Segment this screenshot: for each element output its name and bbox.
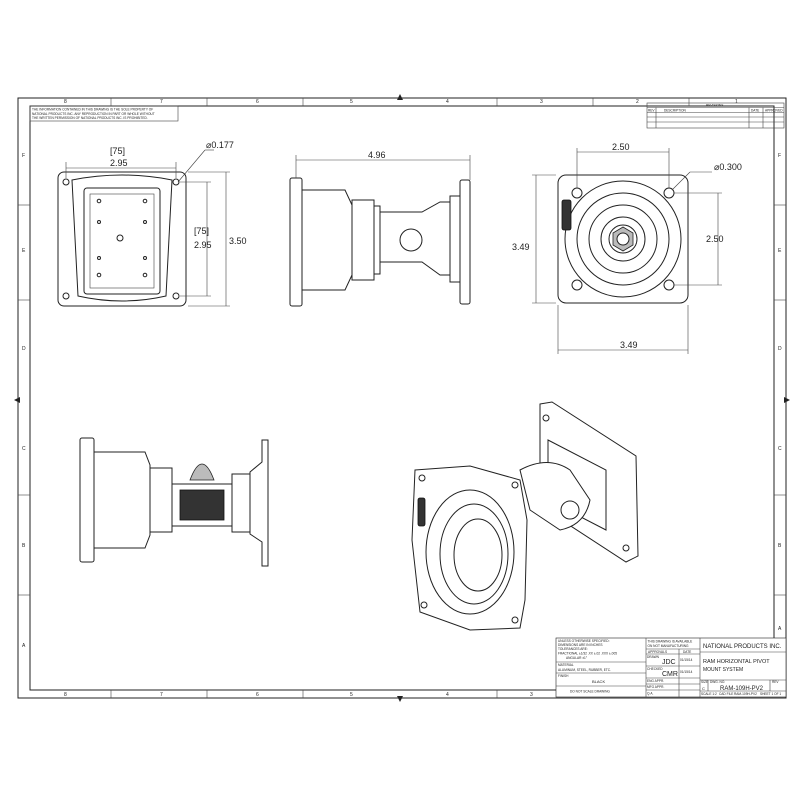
svg-text:RAM-109H-PV2: RAM-109H-PV2 (734, 692, 757, 696)
svg-text:4: 4 (446, 99, 449, 105)
zone-labels-bottom: 8 7 6 5 4 3 2 1 (64, 692, 533, 698)
isometric-view (411, 401, 639, 631)
svg-text:BLACK: BLACK (592, 679, 605, 684)
center-mark-top (397, 94, 403, 100)
rear-view: 2.50 ⌀0.300 2.50 3.49 3.49 (512, 142, 742, 354)
svg-text:TOLERANCES ARE:: TOLERANCES ARE: (558, 647, 588, 651)
svg-text:8: 8 (64, 99, 67, 105)
svg-text:ALUMINUM, STEEL, RUBBER, ETC.: ALUMINUM, STEEL, RUBBER, ETC. (558, 668, 611, 672)
svg-text:SCALE 1:2: SCALE 1:2 (701, 692, 717, 696)
svg-text:REV: REV (648, 109, 655, 113)
svg-text:1: 1 (735, 99, 738, 105)
svg-text:6: 6 (256, 99, 259, 105)
side-view: 4.96 (289, 150, 471, 307)
svg-text:MFG APPR.: MFG APPR. (647, 685, 664, 689)
svg-text:E: E (778, 248, 782, 254)
center-mark-right (784, 397, 790, 403)
svg-text:2: 2 (636, 99, 639, 105)
svg-text:THIS DRAWING IS AVAILABLE: THIS DRAWING IS AVAILABLE (648, 640, 693, 644)
svg-text:6: 6 (256, 692, 259, 698)
svg-text:DIMENSIONS ARE IN INCHES: DIMENSIONS ARE IN INCHES (558, 643, 602, 647)
svg-text:DESCRIPTION: DESCRIPTION (664, 109, 686, 113)
svg-text:FRACTIONAL ±1/32 .XX ±.02 .X: FRACTIONAL ±1/32 .XX ±.02 .XXX ±.005 (558, 652, 617, 656)
svg-text:[75]: [75] (194, 226, 209, 236)
svg-text:MOUNT SYSTEM: MOUNT SYSTEM (703, 667, 743, 673)
svg-text:D: D (22, 346, 26, 352)
svg-text:3.49: 3.49 (512, 242, 530, 252)
svg-text:2.50: 2.50 (612, 142, 630, 152)
svg-text:C: C (702, 686, 705, 691)
svg-text:5: 5 (350, 99, 353, 105)
svg-text:DO NOT SCALE DRAWING: DO NOT SCALE DRAWING (570, 690, 610, 694)
svg-text:DATE: DATE (751, 109, 759, 113)
svg-text:2.95: 2.95 (110, 158, 128, 168)
svg-text:MATERIAL: MATERIAL (558, 663, 574, 667)
svg-text:ON NOT MANUFACTURING: ON NOT MANUFACTURING (648, 644, 690, 648)
svg-text:5: 5 (350, 692, 353, 698)
svg-text:DATE: DATE (683, 650, 691, 654)
svg-text:2.95: 2.95 (194, 240, 212, 250)
svg-text:THE WRITTEN PERMISSION OF NATI: THE WRITTEN PERMISSION OF NATIONAL PRODU… (32, 116, 148, 120)
proprietary-notice: THE INFORMATION CONTAINED IN THIS DRAWIN… (29, 105, 179, 122)
svg-text:DRAWN: DRAWN (647, 655, 660, 659)
title-block: UNLESS OTHERWISE SPECIFIED: DIMENSIONS A… (555, 637, 787, 698)
side-view-rotated (79, 437, 269, 567)
svg-text:8: 8 (64, 692, 67, 698)
revision-table: REVISIONS REV DESCRIPTION DATE APPROVED (646, 102, 785, 129)
svg-text:REVISIONS: REVISIONS (706, 103, 723, 107)
svg-text:4.96: 4.96 (368, 150, 386, 160)
svg-text:THE INFORMATION CONTAINED IN T: THE INFORMATION CONTAINED IN THIS DRAWIN… (32, 108, 153, 112)
svg-text:CMR: CMR (662, 671, 678, 678)
center-mark-left (14, 397, 20, 403)
svg-text:3.49: 3.49 (620, 340, 638, 350)
svg-text:CAD FILE: CAD FILE (719, 692, 733, 696)
sheet-border: 8 7 6 5 4 3 2 1 8 7 6 5 4 3 2 1 F E D C … (14, 94, 790, 702)
svg-text:ANGULAR ±1°: ANGULAR ±1° (566, 656, 588, 660)
svg-text:A: A (778, 626, 782, 632)
svg-text:F: F (778, 153, 781, 159)
svg-text:NATIONAL PRODUCTS INC.: NATIONAL PRODUCTS INC. (703, 644, 782, 650)
svg-text:ENG APPR.: ENG APPR. (647, 679, 664, 683)
zone-labels-side: F E D C B A F E D C B A (22, 153, 782, 649)
svg-text:DWG. NO.: DWG. NO. (710, 680, 725, 684)
svg-text:APPROVALS: APPROVALS (648, 650, 667, 654)
svg-text:Q.A.: Q.A. (647, 692, 653, 696)
svg-text:⌀0.177: ⌀0.177 (206, 140, 234, 150)
svg-text:3: 3 (540, 99, 543, 105)
svg-text:APPROVED: APPROVED (765, 109, 783, 113)
front-view: [75] 2.95 ⌀0.177 [75] 2.95 3.50 (57, 140, 247, 307)
svg-text:E: E (22, 248, 26, 254)
svg-text:A: A (22, 643, 26, 649)
svg-text:7: 7 (160, 99, 163, 105)
svg-text:3: 3 (530, 692, 533, 698)
svg-text:01/15/14: 01/15/14 (680, 670, 693, 674)
svg-text:REV: REV (772, 680, 779, 684)
svg-text:B: B (778, 543, 782, 549)
svg-text:RAM HORIZONTAL PIVOT: RAM HORIZONTAL PIVOT (703, 659, 770, 665)
svg-text:[75]: [75] (110, 146, 125, 156)
svg-text:01/15/14: 01/15/14 (680, 658, 693, 662)
svg-text:B: B (22, 543, 26, 549)
svg-text:NATIONAL PRODUCTS INC. ANY REP: NATIONAL PRODUCTS INC. ANY REPRODUCTION … (32, 112, 155, 116)
svg-text:F: F (22, 153, 25, 159)
svg-text:CHECKED: CHECKED (647, 667, 663, 671)
svg-text:SIZE: SIZE (701, 680, 708, 684)
svg-text:RAM-109H-PV2: RAM-109H-PV2 (720, 686, 764, 692)
svg-text:D: D (778, 346, 782, 352)
svg-text:SHEET 1 OF 1: SHEET 1 OF 1 (760, 692, 781, 696)
svg-text:C: C (22, 446, 26, 452)
svg-text:FINISH: FINISH (558, 674, 569, 678)
svg-text:UNLESS OTHERWISE SPECIFIED:: UNLESS OTHERWISE SPECIFIED: (558, 639, 610, 643)
center-mark-bottom (397, 696, 403, 702)
svg-text:7: 7 (160, 692, 163, 698)
svg-text:4: 4 (446, 692, 449, 698)
svg-text:⌀0.300: ⌀0.300 (714, 162, 742, 172)
svg-text:2.50: 2.50 (706, 234, 724, 244)
svg-text:3.50: 3.50 (229, 236, 247, 246)
svg-text:C: C (778, 446, 782, 452)
zone-labels-top: 8 7 6 5 4 3 2 1 (64, 99, 738, 105)
svg-text:JDC: JDC (662, 659, 676, 666)
